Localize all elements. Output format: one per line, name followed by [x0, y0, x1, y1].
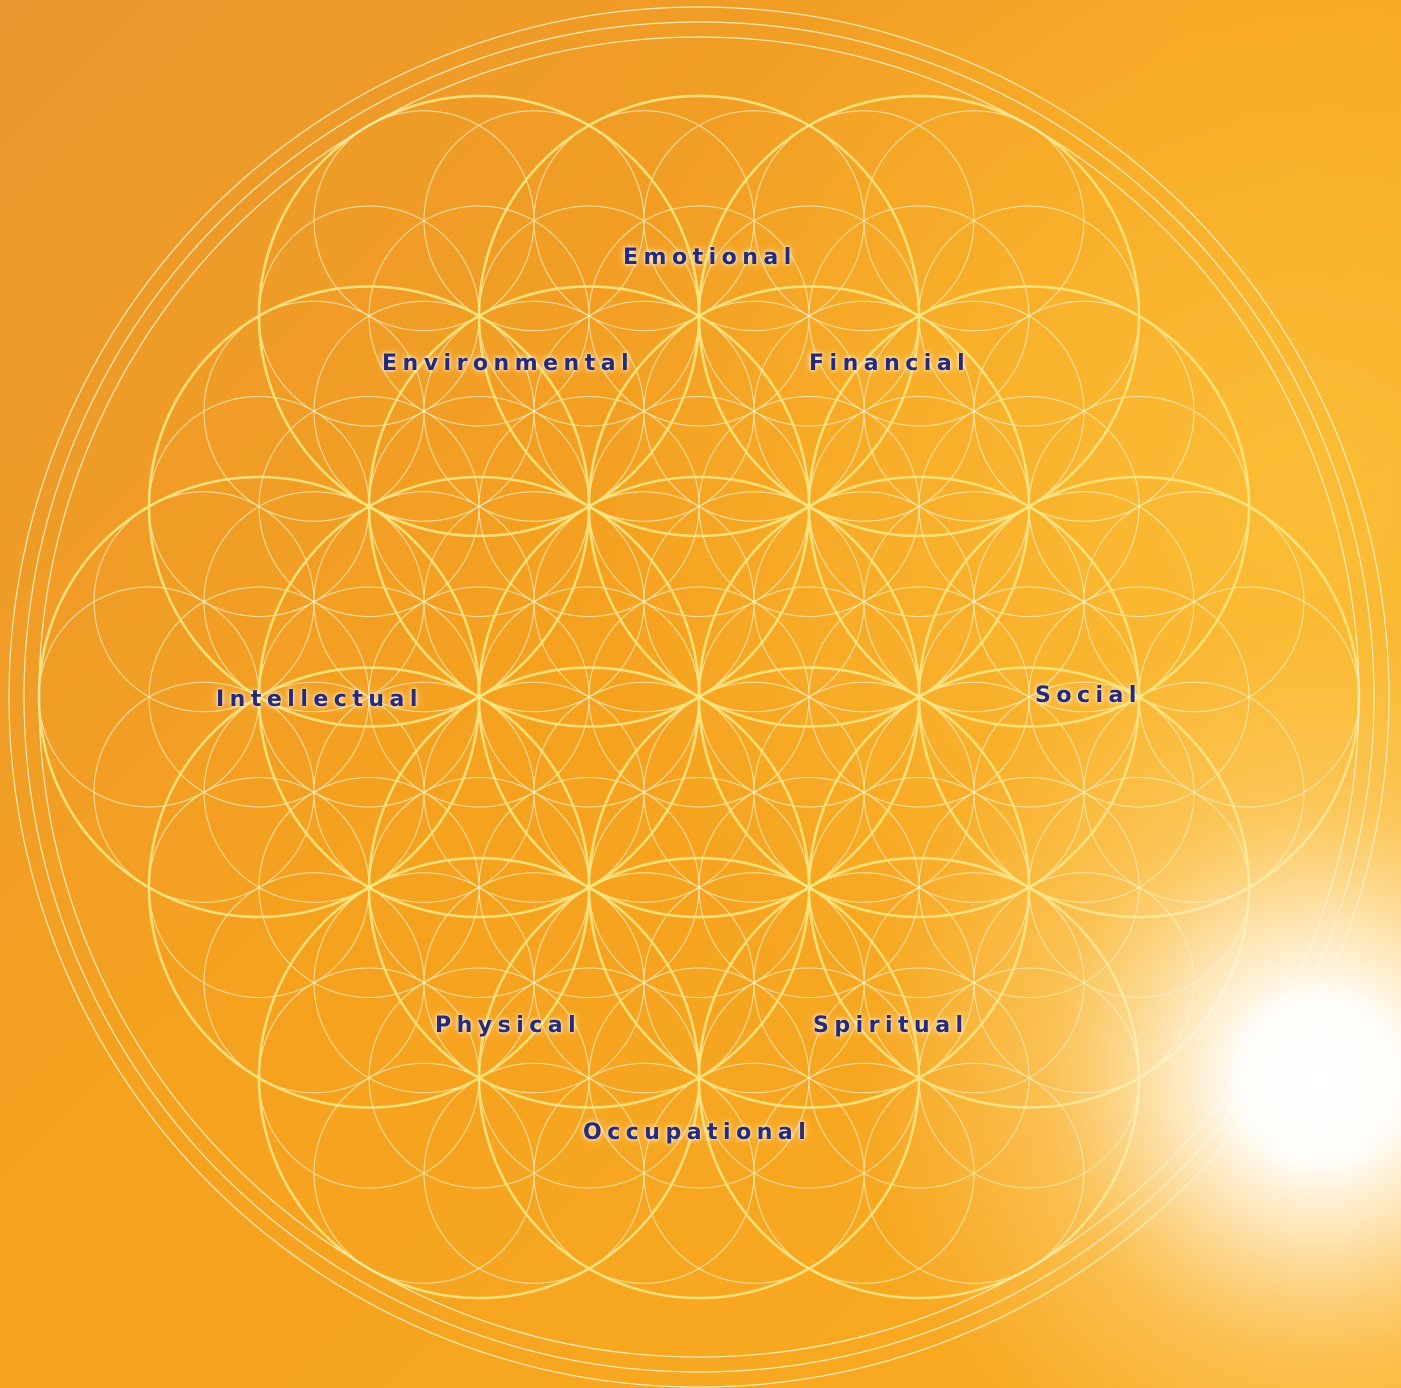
- label-emotional: Emotional: [623, 247, 797, 269]
- label-spiritual: Spiritual: [813, 1015, 969, 1037]
- label-occupational: Occupational: [583, 1122, 811, 1144]
- label-intellectual: Intellectual: [216, 689, 423, 711]
- label-social: Social: [1035, 685, 1142, 707]
- label-environmental: Environmental: [382, 353, 634, 375]
- label-financial: Financial: [809, 353, 970, 375]
- label-physical: Physical: [435, 1015, 581, 1037]
